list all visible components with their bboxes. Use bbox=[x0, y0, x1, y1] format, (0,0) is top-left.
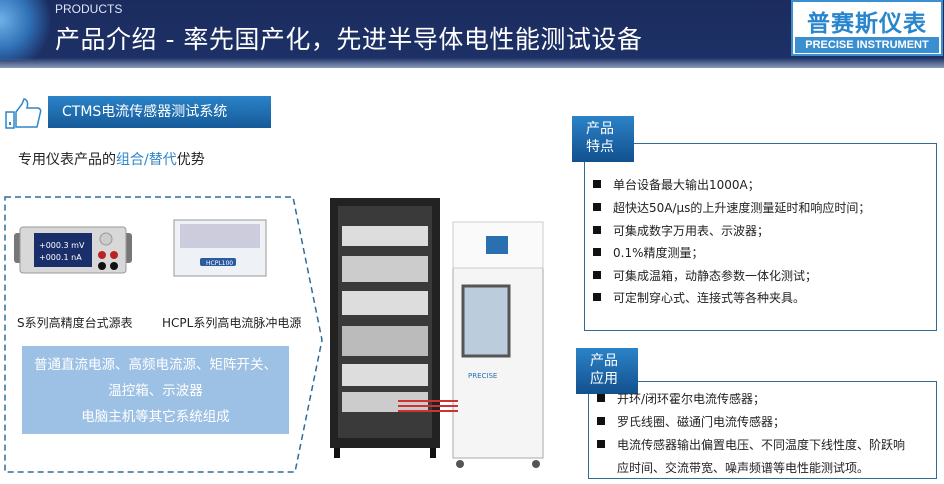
feature-item: 单台设备最大输出1000A； bbox=[593, 176, 760, 193]
component-line: 普通直流电源、高频电流源、矩阵开关、 bbox=[34, 357, 277, 373]
feature-item: 0.1%精度测量； bbox=[593, 244, 704, 261]
heading-line: 特点 bbox=[586, 139, 614, 155]
heading-line: 应用 bbox=[590, 371, 618, 387]
feature-text: 0.1%精度测量； bbox=[613, 246, 704, 260]
advantage-subtitle: 专用仪表产品的组合/替代优势 bbox=[18, 149, 205, 169]
section-label: PRODUCTS bbox=[55, 2, 123, 16]
bullet-icon bbox=[593, 293, 601, 301]
application-text: 电流传感器输出偏置电压、不同温度下线性度、阶跃响 bbox=[617, 438, 906, 452]
ctms-rack-and-chamber-image: PRECISE bbox=[330, 198, 544, 468]
bullet-icon bbox=[593, 226, 601, 234]
application-item: 开环/闭环霍尔电流传感器； bbox=[597, 390, 765, 407]
subtitle-post: 优势 bbox=[176, 152, 205, 168]
applications-heading: 产品应用 bbox=[576, 348, 638, 394]
application-item: 罗氏线圈、磁通门电流传感器； bbox=[597, 413, 785, 430]
components-box: 普通直流电源、高频电流源、矩阵开关、 温控箱、示波器 电脑主机等其它系统组成 bbox=[22, 346, 289, 434]
bullet-icon bbox=[597, 394, 605, 402]
applications-panel bbox=[588, 381, 937, 479]
components-frame bbox=[4, 196, 323, 473]
application-text: 开环/闭环霍尔电流传感器； bbox=[617, 392, 766, 406]
component-line: 温控箱、示波器 bbox=[108, 383, 203, 399]
device-caption: S系列高精度台式源表 bbox=[17, 316, 133, 330]
feature-text: 可集成温箱，动静态参数一体化测试； bbox=[613, 269, 818, 283]
bullet-icon bbox=[593, 203, 601, 211]
header-banner bbox=[0, 0, 944, 68]
heading-line: 产品 bbox=[590, 353, 618, 369]
bullet-icon bbox=[593, 271, 601, 279]
bullet-icon bbox=[597, 417, 605, 425]
features-panel bbox=[584, 143, 937, 331]
logo-cn: 普赛斯仪表 bbox=[807, 11, 927, 37]
bullet-icon bbox=[597, 440, 605, 448]
bullet-icon bbox=[593, 180, 601, 188]
meter-current: +000.1 nA bbox=[39, 253, 82, 262]
feature-item: 可集成数字万用表、示波器； bbox=[593, 222, 769, 239]
thumbs-up-icon bbox=[5, 98, 42, 129]
feature-text: 单台设备最大输出1000A； bbox=[613, 178, 760, 192]
page-title: 产品介绍 - 率先国产化，先进半导体电性能测试设备 bbox=[55, 25, 643, 54]
application-item: 电流传感器输出偏置电压、不同温度下线性度、阶跃响 bbox=[597, 436, 905, 453]
hcpl-pulse-source-image: HCPL100 bbox=[173, 219, 267, 277]
company-logo: 普赛斯仪表 PRECISE INSTRUMENT bbox=[791, 0, 943, 56]
features-heading: 产品特点 bbox=[572, 116, 634, 162]
feature-item: 超快达50A/μs的上升速度测量延时和响应时间； bbox=[593, 199, 870, 216]
meter-voltage: +000.3 mV bbox=[39, 241, 85, 250]
subtitle-highlight: 组合/替代 bbox=[116, 152, 177, 168]
source-meter-image: +000.3 mV +000.1 nA bbox=[14, 226, 132, 274]
bullet-icon bbox=[593, 248, 601, 256]
feature-text: 可定制穿心式、连接式等各种夹具。 bbox=[613, 291, 806, 305]
feature-text: 可集成数字万用表、示波器； bbox=[613, 224, 770, 238]
logo-en: PRECISE INSTRUMENT bbox=[795, 37, 939, 53]
application-item-continued: 应时间、交流带宽、噪声频谱等电性能测试项。 bbox=[617, 461, 870, 475]
globe-decoration bbox=[0, 0, 50, 60]
feature-item: 可集成温箱，动静态参数一体化测试； bbox=[593, 267, 817, 284]
hcpl-label: HCPL100 bbox=[206, 260, 233, 267]
feature-item: 可定制穿心式、连接式等各种夹具。 bbox=[593, 289, 805, 306]
subtitle-pre: 专用仪表产品的 bbox=[18, 152, 116, 168]
application-text: 罗氏线圈、磁通门电流传感器； bbox=[617, 415, 786, 429]
ctms-system-button[interactable]: CTMS电流传感器测试系统 bbox=[48, 96, 271, 128]
chamber-brand: PRECISE bbox=[468, 372, 497, 380]
heading-line: 产品 bbox=[586, 121, 614, 137]
component-line: 电脑主机等其它系统组成 bbox=[81, 409, 230, 425]
device-caption: HCPL系列高电流脉冲电源 bbox=[162, 316, 302, 330]
feature-text: 超快达50A/μs的上升速度测量延时和响应时间； bbox=[613, 201, 871, 215]
